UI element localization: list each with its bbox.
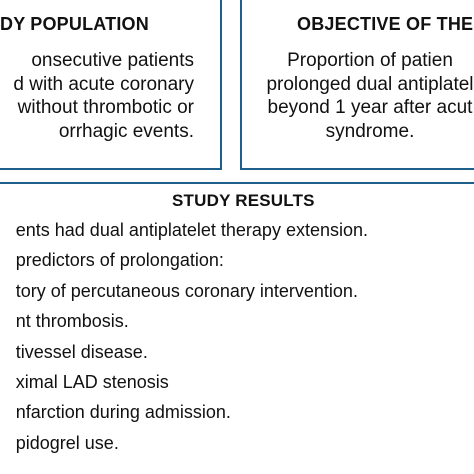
objective-title: OBJECTIVE OF THE [297, 14, 474, 34]
study-population-title: DY POPULATION [0, 14, 149, 34]
study-population-text: onsecutive patients d with acute coronar… [13, 49, 194, 143]
study-population-line: onsecutive patients [31, 50, 194, 71]
study-results-line: nfarction during admission. [15, 402, 231, 423]
study-results-line: ents had dual antiplatelet therapy exten… [15, 220, 368, 240]
study-population-line: orrhagic events. [58, 120, 194, 142]
study-results-line: tory of percutaneous coronary interventi… [15, 280, 358, 301]
objective-text: Proportion of patien prolonged dual anti… [254, 49, 474, 143]
objective-line: beyond 1 year after acut [267, 97, 473, 118]
objective-line: prolonged dual antiplatel [266, 73, 474, 95]
study-results-line: ximal LAD stenosis [15, 371, 169, 392]
study-results-line: predictors of prolongation: [15, 250, 224, 271]
study-results-box [0, 182, 474, 474]
objective-line: Proportion of patien [287, 50, 453, 71]
objective-line: syndrome. [325, 120, 415, 142]
study-population-box [0, 0, 222, 170]
study-results-list: ents had dual antiplatelet therapy exten… [16, 215, 368, 458]
study-results-line: pidogrel use. [15, 432, 119, 453]
objective-box [240, 0, 474, 170]
study-population-line: d with acute coronary [13, 73, 194, 95]
study-results-title: STUDY RESULTS [172, 191, 315, 210]
study-population-line: without thrombotic or [17, 97, 194, 118]
study-results-line: nt thrombosis. [15, 311, 129, 332]
study-results-line: tivessel disease. [15, 341, 148, 362]
